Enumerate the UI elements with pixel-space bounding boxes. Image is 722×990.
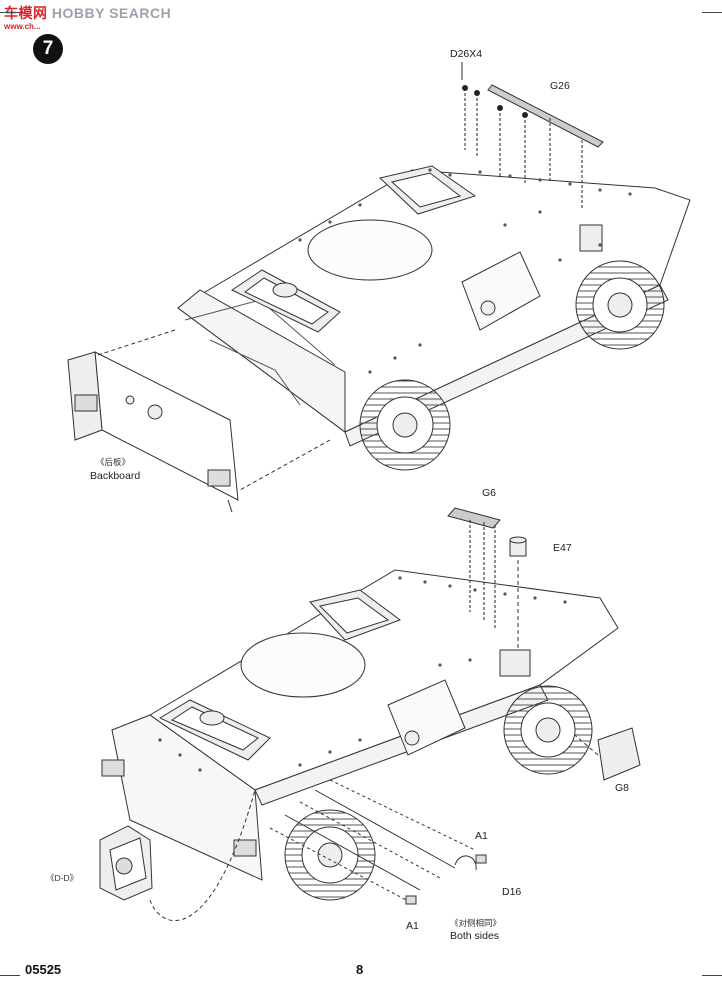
- lower-cap: [509, 536, 527, 557]
- watermark-logo: 车模网 HOBBY SEARCH: [4, 3, 171, 23]
- lower-rivets: [158, 576, 567, 772]
- upper-rivets: [298, 168, 632, 374]
- upper-vehicle: [177, 62, 691, 471]
- crop-mark-top-right: [702, 12, 722, 13]
- label-a1-bottom: A1: [406, 920, 419, 932]
- lower-front-wheel: [503, 685, 593, 775]
- label-dd: 《D-D》: [46, 873, 79, 883]
- crop-mark-bottom-right: [702, 975, 722, 976]
- label-backboard-cn: 《后板》: [96, 457, 131, 467]
- lower-tool-rack: [447, 507, 501, 529]
- lower-pegs: [469, 520, 496, 630]
- label-both-sides-en: Both sides: [450, 930, 500, 942]
- label-d26x4: D26X4: [450, 48, 483, 60]
- watermark-sub: www.ch...: [4, 22, 41, 31]
- lower-roof-dome: [240, 632, 366, 698]
- label-g6: G6: [482, 487, 497, 499]
- footer-page-number: 8: [356, 962, 364, 977]
- label-both-sides-cn: 《对侧相同》: [450, 918, 502, 928]
- label-d16: D16: [502, 886, 522, 898]
- footer-kit-code: 05525: [25, 962, 62, 977]
- g8-plate: [597, 727, 641, 781]
- crop-mark-bottom-left: [0, 975, 20, 976]
- upper-rear-strip: [487, 84, 604, 148]
- lower-vehicle: [101, 507, 641, 901]
- label-e47: E47: [553, 542, 572, 554]
- backboard-part: [67, 329, 331, 513]
- label-a1-top: A1: [475, 830, 488, 842]
- upper-roof-dome: [307, 219, 433, 281]
- lower-rear-face: [111, 714, 263, 881]
- upper-pegs: [461, 62, 583, 210]
- dd-part: [99, 789, 256, 922]
- lower-rear-lights: [101, 759, 257, 857]
- label-backboard-en: Backboard: [90, 470, 141, 482]
- crop-mark-top-left: [0, 12, 20, 13]
- upper-front-wheel: [575, 260, 665, 350]
- upper-rear-wheel: [359, 379, 451, 471]
- lower-rear-wheel: [284, 809, 376, 901]
- step-number-badge: 7: [33, 34, 63, 64]
- watermark-part3: HOBBY SEARCH: [51, 5, 172, 21]
- label-g26: G26: [550, 80, 570, 92]
- watermark-part2: 网: [33, 5, 48, 21]
- label-g8: G8: [615, 782, 630, 794]
- lower-exhaust-rods: [269, 779, 487, 905]
- watermark-part1: 车模: [4, 5, 33, 21]
